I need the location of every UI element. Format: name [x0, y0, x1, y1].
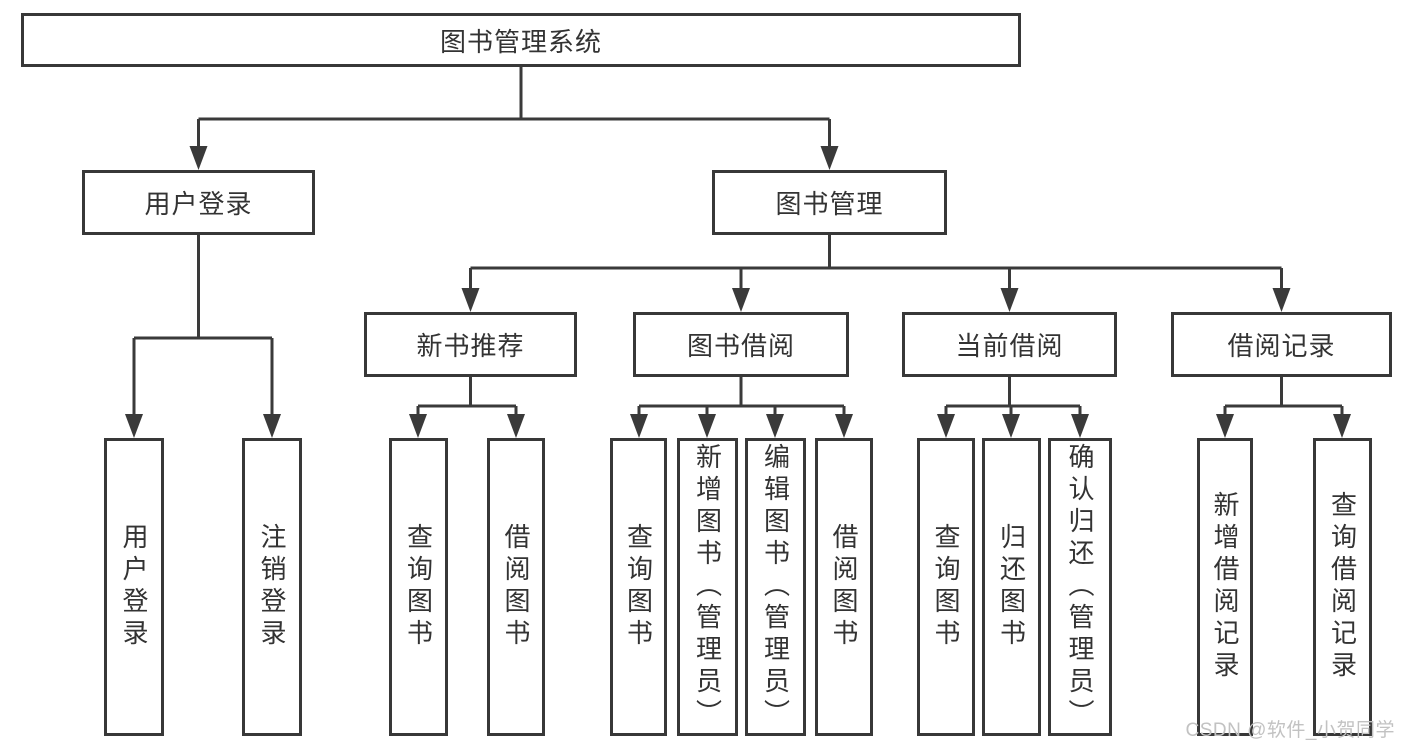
node-leaf-query-book-current: 查询图书 [917, 438, 975, 736]
node-leaf-user-login: 用户登录 [104, 438, 164, 736]
connector-book-mgmt-children [461, 235, 1291, 312]
arrow-down-icon [820, 146, 839, 170]
arrow-down-icon [1000, 288, 1019, 312]
connector-new-book-rec-children [409, 377, 525, 438]
arrow-down-icon [1216, 414, 1234, 438]
arrow-down-icon [766, 414, 784, 438]
node-leaf-add-book-admin: 新增图书（管理员） [677, 438, 738, 736]
arrow-down-icon [189, 146, 208, 170]
arrow-down-icon [1333, 414, 1351, 438]
node-leaf-query-book-rec: 查询图书 [389, 438, 448, 736]
connector-root-to-level2 [189, 67, 839, 170]
connector-borrow-record-children [1216, 377, 1351, 438]
arrow-down-icon [409, 414, 427, 438]
arrow-down-icon [1071, 414, 1089, 438]
arrow-down-icon [461, 288, 480, 312]
node-new-book-recommend: 新书推荐 [364, 312, 577, 377]
node-leaf-query-book-borrow: 查询图书 [610, 438, 667, 736]
arrow-down-icon [835, 414, 853, 438]
watermark: CSDN @软件_小贺同学 [1185, 720, 1395, 741]
node-leaf-borrow-book: 借阅图书 [815, 438, 873, 736]
node-book-borrow: 图书借阅 [633, 312, 849, 377]
node-current-borrow: 当前借阅 [902, 312, 1117, 377]
arrow-down-icon [507, 414, 525, 438]
connector-user-login-children [125, 235, 281, 438]
arrow-down-icon [1272, 288, 1291, 312]
node-book-management: 图书管理 [712, 170, 947, 235]
arrow-down-icon [698, 414, 716, 438]
node-root: 图书管理系统 [21, 13, 1021, 67]
connector-book-borrow-children [630, 377, 853, 438]
node-leaf-borrow-book-rec: 借阅图书 [487, 438, 545, 736]
node-leaf-logout: 注销登录 [242, 438, 302, 736]
node-borrow-record: 借阅记录 [1171, 312, 1392, 377]
arrow-down-icon [125, 414, 143, 438]
node-leaf-edit-book-admin: 编辑图书（管理员） [745, 438, 806, 736]
node-leaf-confirm-return-admin: 确认归还（管理员） [1048, 438, 1112, 736]
node-user-login: 用户登录 [82, 170, 315, 235]
node-leaf-query-borrow-record: 查询借阅记录 [1313, 438, 1372, 736]
node-leaf-return-book: 归还图书 [982, 438, 1041, 736]
arrow-down-icon [732, 288, 750, 312]
arrow-down-icon [1002, 414, 1020, 438]
connector-current-borrow-children [937, 377, 1089, 438]
arrow-down-icon [937, 414, 955, 438]
node-leaf-add-borrow-record: 新增借阅记录 [1197, 438, 1253, 736]
arrow-down-icon [630, 414, 648, 438]
arrow-down-icon [263, 414, 281, 438]
